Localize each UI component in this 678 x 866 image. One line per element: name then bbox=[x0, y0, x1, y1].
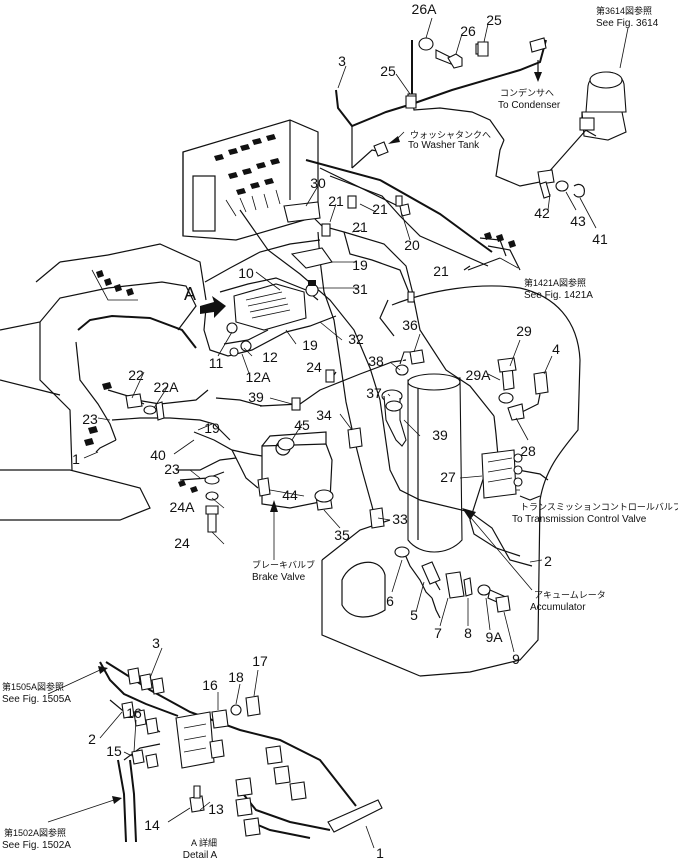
callout-28: 28 bbox=[520, 443, 536, 459]
note-fig3614-jp: 第3614図参照 bbox=[596, 5, 652, 16]
callout-37: 37 bbox=[366, 385, 382, 401]
callout-39b: 39 bbox=[432, 427, 448, 443]
callout-15: 15 bbox=[106, 743, 122, 759]
callout-22: 22 bbox=[128, 367, 144, 383]
callout-10: 10 bbox=[238, 265, 254, 281]
callout-43: 43 bbox=[570, 213, 586, 229]
callout-11: 11 bbox=[209, 355, 224, 371]
callout-12: 12 bbox=[262, 349, 278, 365]
note-fig1505A-en: See Fig. 1505A bbox=[2, 694, 71, 705]
callout-6: 6 bbox=[386, 593, 394, 609]
callout-12A: 12A bbox=[246, 369, 272, 385]
callout-13: 13 bbox=[208, 801, 224, 817]
callout-19b: 19 bbox=[302, 337, 318, 353]
callout-31: 31 bbox=[352, 281, 368, 297]
note-fig1502A-jp: 第1502A図参照 bbox=[4, 827, 66, 838]
callout-33: 33 bbox=[392, 511, 408, 527]
connectors bbox=[84, 37, 585, 613]
callout-19a: 19 bbox=[352, 257, 368, 273]
callout-22A: 22A bbox=[154, 379, 180, 395]
callout-3b: 3 bbox=[152, 635, 160, 651]
note-brake-jp: ブレーキバルブ bbox=[252, 559, 315, 570]
callout-29A: 29A bbox=[466, 367, 492, 383]
callout-5: 5 bbox=[410, 607, 418, 623]
callout-26: 26 bbox=[460, 23, 476, 39]
note-accumulator-en: Accumulator bbox=[530, 602, 586, 613]
reference-notes: 第3614図参照 See Fig. 3614 コンデンサへ To Condens… bbox=[2, 5, 678, 861]
callout-18: 18 bbox=[228, 669, 244, 685]
callout-25b: 25 bbox=[380, 63, 396, 79]
callout-9A: 9A bbox=[485, 629, 503, 645]
callout-1a: 1 bbox=[72, 451, 80, 467]
callout-3a: 3 bbox=[338, 53, 346, 69]
note-fig3614-en: See Fig. 3614 bbox=[596, 18, 659, 29]
callout-21d: 21 bbox=[433, 263, 449, 279]
callout-2a: 2 bbox=[544, 553, 552, 569]
callout-29: 29 bbox=[516, 323, 532, 339]
callout-21a: 21 bbox=[328, 193, 344, 209]
arrow-icon bbox=[200, 296, 226, 318]
harness-lines bbox=[75, 39, 587, 619]
note-transmission-jp: トランスミッションコントロールバルブへ bbox=[520, 501, 678, 512]
callout-24a: 24 bbox=[174, 535, 190, 551]
callout-16a: 16 bbox=[202, 677, 218, 693]
callout-34: 34 bbox=[316, 407, 332, 423]
callout-42: 42 bbox=[534, 205, 550, 221]
note-condenser-en: To Condenser bbox=[498, 100, 561, 111]
note-washer-en: To Washer Tank bbox=[408, 140, 480, 151]
note-detail-en: Detail A bbox=[183, 850, 218, 861]
callout-23a: 23 bbox=[82, 411, 98, 427]
callout-44: 44 bbox=[282, 487, 298, 503]
callout-8: 8 bbox=[464, 625, 472, 641]
reservoir-tank bbox=[579, 71, 627, 141]
callout-labels: 26A 26 25 25 3 30 21 21 21 21 20 19 19 1… bbox=[72, 1, 608, 861]
note-accumulator-jp: アキュームレータ bbox=[534, 590, 606, 600]
callout-39a: 39 bbox=[248, 389, 264, 405]
callout-24A: 24A bbox=[170, 499, 196, 515]
note-fig1421A-en: See Fig. 1421A bbox=[524, 290, 593, 301]
callout-26A: 26A bbox=[412, 1, 438, 17]
callout-2b: 2 bbox=[88, 731, 96, 747]
note-detail-jp: A 詳細 bbox=[191, 837, 217, 848]
callout-36: 36 bbox=[402, 317, 418, 333]
callout-40: 40 bbox=[150, 447, 166, 463]
note-transmission-en: To Transmission Control Valve bbox=[512, 514, 647, 525]
callout-9: 9 bbox=[512, 651, 520, 667]
callout-A: A bbox=[184, 284, 196, 304]
callout-1b: 1 bbox=[376, 845, 384, 861]
callout-25a: 25 bbox=[486, 12, 502, 28]
callout-21c: 21 bbox=[352, 219, 368, 235]
leader-lines bbox=[47, 17, 629, 849]
callout-27: 27 bbox=[440, 469, 456, 485]
callout-24b: 24 bbox=[306, 359, 322, 375]
machine-outline bbox=[0, 119, 581, 677]
callout-16b: 16 bbox=[126, 705, 142, 721]
callout-32: 32 bbox=[348, 331, 364, 347]
callout-7: 7 bbox=[434, 625, 442, 641]
callout-19c: 19 bbox=[204, 420, 220, 436]
note-brake-en: Brake Valve bbox=[252, 572, 306, 583]
callout-41: 41 bbox=[592, 231, 608, 247]
callout-4: 4 bbox=[552, 341, 560, 357]
callout-20: 20 bbox=[404, 237, 420, 253]
callout-38: 38 bbox=[368, 353, 384, 369]
callout-30: 30 bbox=[310, 175, 326, 191]
detail-a bbox=[99, 661, 383, 843]
callout-45: 45 bbox=[294, 417, 310, 433]
callout-35: 35 bbox=[334, 527, 350, 543]
callout-23b: 23 bbox=[164, 461, 180, 477]
callout-14: 14 bbox=[144, 817, 160, 833]
note-fig1421A-jp: 第1421A図参照 bbox=[524, 277, 586, 288]
note-washer-jp: ウォッシャタンクへ bbox=[410, 130, 491, 140]
note-fig1502A-en: See Fig. 1502A bbox=[2, 840, 71, 851]
callout-17: 17 bbox=[252, 653, 268, 669]
note-fig1505A-jp: 第1505A図参照 bbox=[2, 681, 64, 692]
callout-21b: 21 bbox=[372, 201, 388, 217]
accumulator bbox=[407, 373, 463, 553]
note-condenser-jp: コンデンサへ bbox=[500, 87, 554, 98]
